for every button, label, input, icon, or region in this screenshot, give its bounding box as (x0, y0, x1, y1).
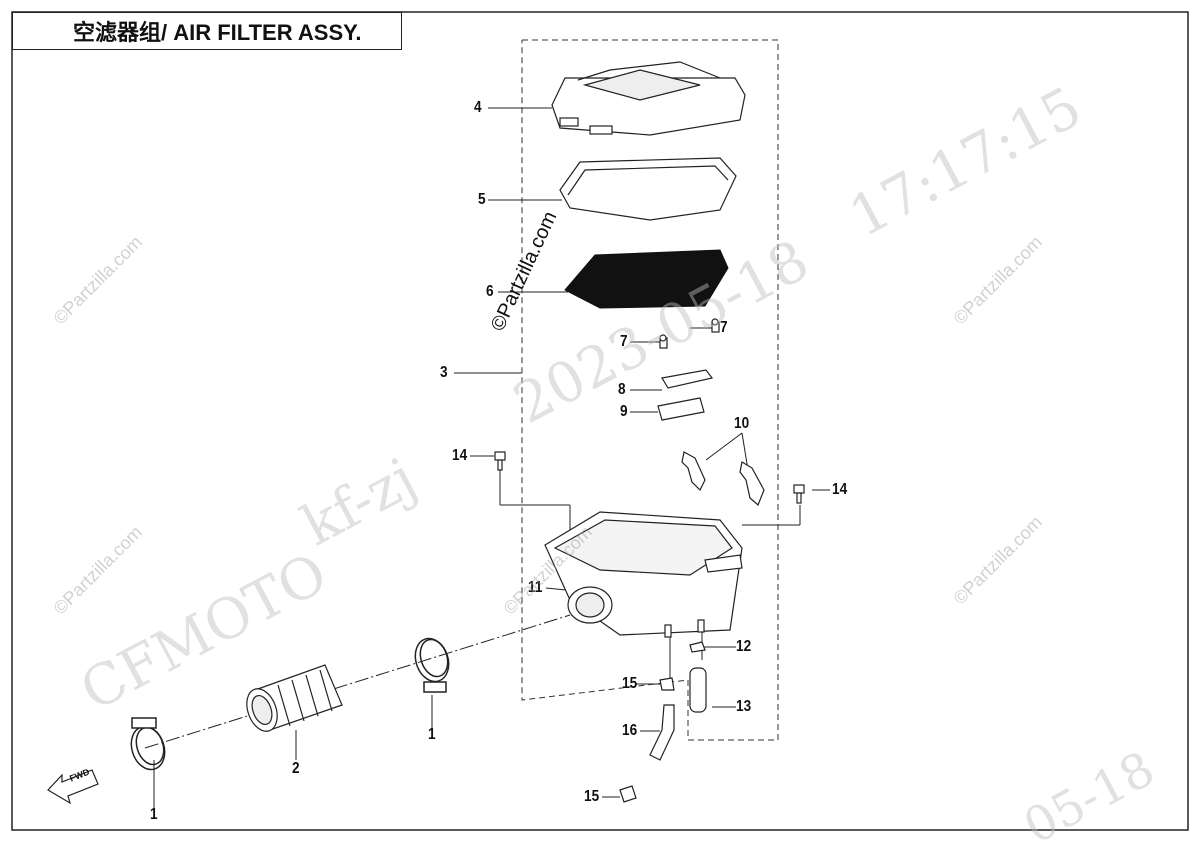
part-4-airbox-cover (551, 61, 746, 136)
callout-11: 11 (528, 579, 543, 596)
callout-2: 2 (292, 760, 300, 777)
callout-9: 9 (620, 403, 628, 420)
part-5-filter-frame (559, 157, 737, 221)
assembly-3-dashed-outline (521, 39, 779, 741)
part-6-filter-element (564, 249, 729, 309)
part-14-bolts (494, 451, 805, 504)
callout-13: 13 (736, 698, 752, 715)
callout-6: 6 (486, 283, 494, 300)
callout-15-lower: 15 (584, 788, 600, 805)
fwd-arrow (47, 769, 99, 805)
part-11-airbox-case (544, 511, 743, 638)
callout-4: 4 (474, 99, 482, 116)
leader-lines (144, 107, 830, 808)
callout-8: 8 (618, 381, 626, 398)
callout-3: 3 (440, 364, 448, 381)
title-box: 空滤器组/ AIR FILTER ASSY. (12, 12, 402, 50)
callout-1-right: 1 (428, 726, 436, 743)
callout-15-upper: 15 (622, 675, 638, 692)
callout-14-right: 14 (832, 481, 848, 498)
callout-7-left: 7 (620, 333, 628, 350)
callout-7-right: 7 (720, 319, 728, 336)
part-1-clamps (130, 637, 450, 771)
callout-1-left: 1 (150, 806, 158, 823)
callout-14-left: 14 (452, 447, 468, 464)
outer-border (11, 11, 1189, 831)
part-2-intake-boot (246, 664, 343, 732)
callout-5: 5 (478, 191, 486, 208)
callout-12: 12 (736, 638, 752, 655)
diagram-title: 空滤器组/ AIR FILTER ASSY. (73, 20, 362, 45)
parts-7-8-9 (657, 318, 720, 421)
callout-16: 16 (622, 722, 638, 739)
parts-12-13-15-16 (619, 641, 707, 803)
callout-10: 10 (734, 415, 750, 432)
part-10-elbow-hoses (681, 451, 765, 507)
